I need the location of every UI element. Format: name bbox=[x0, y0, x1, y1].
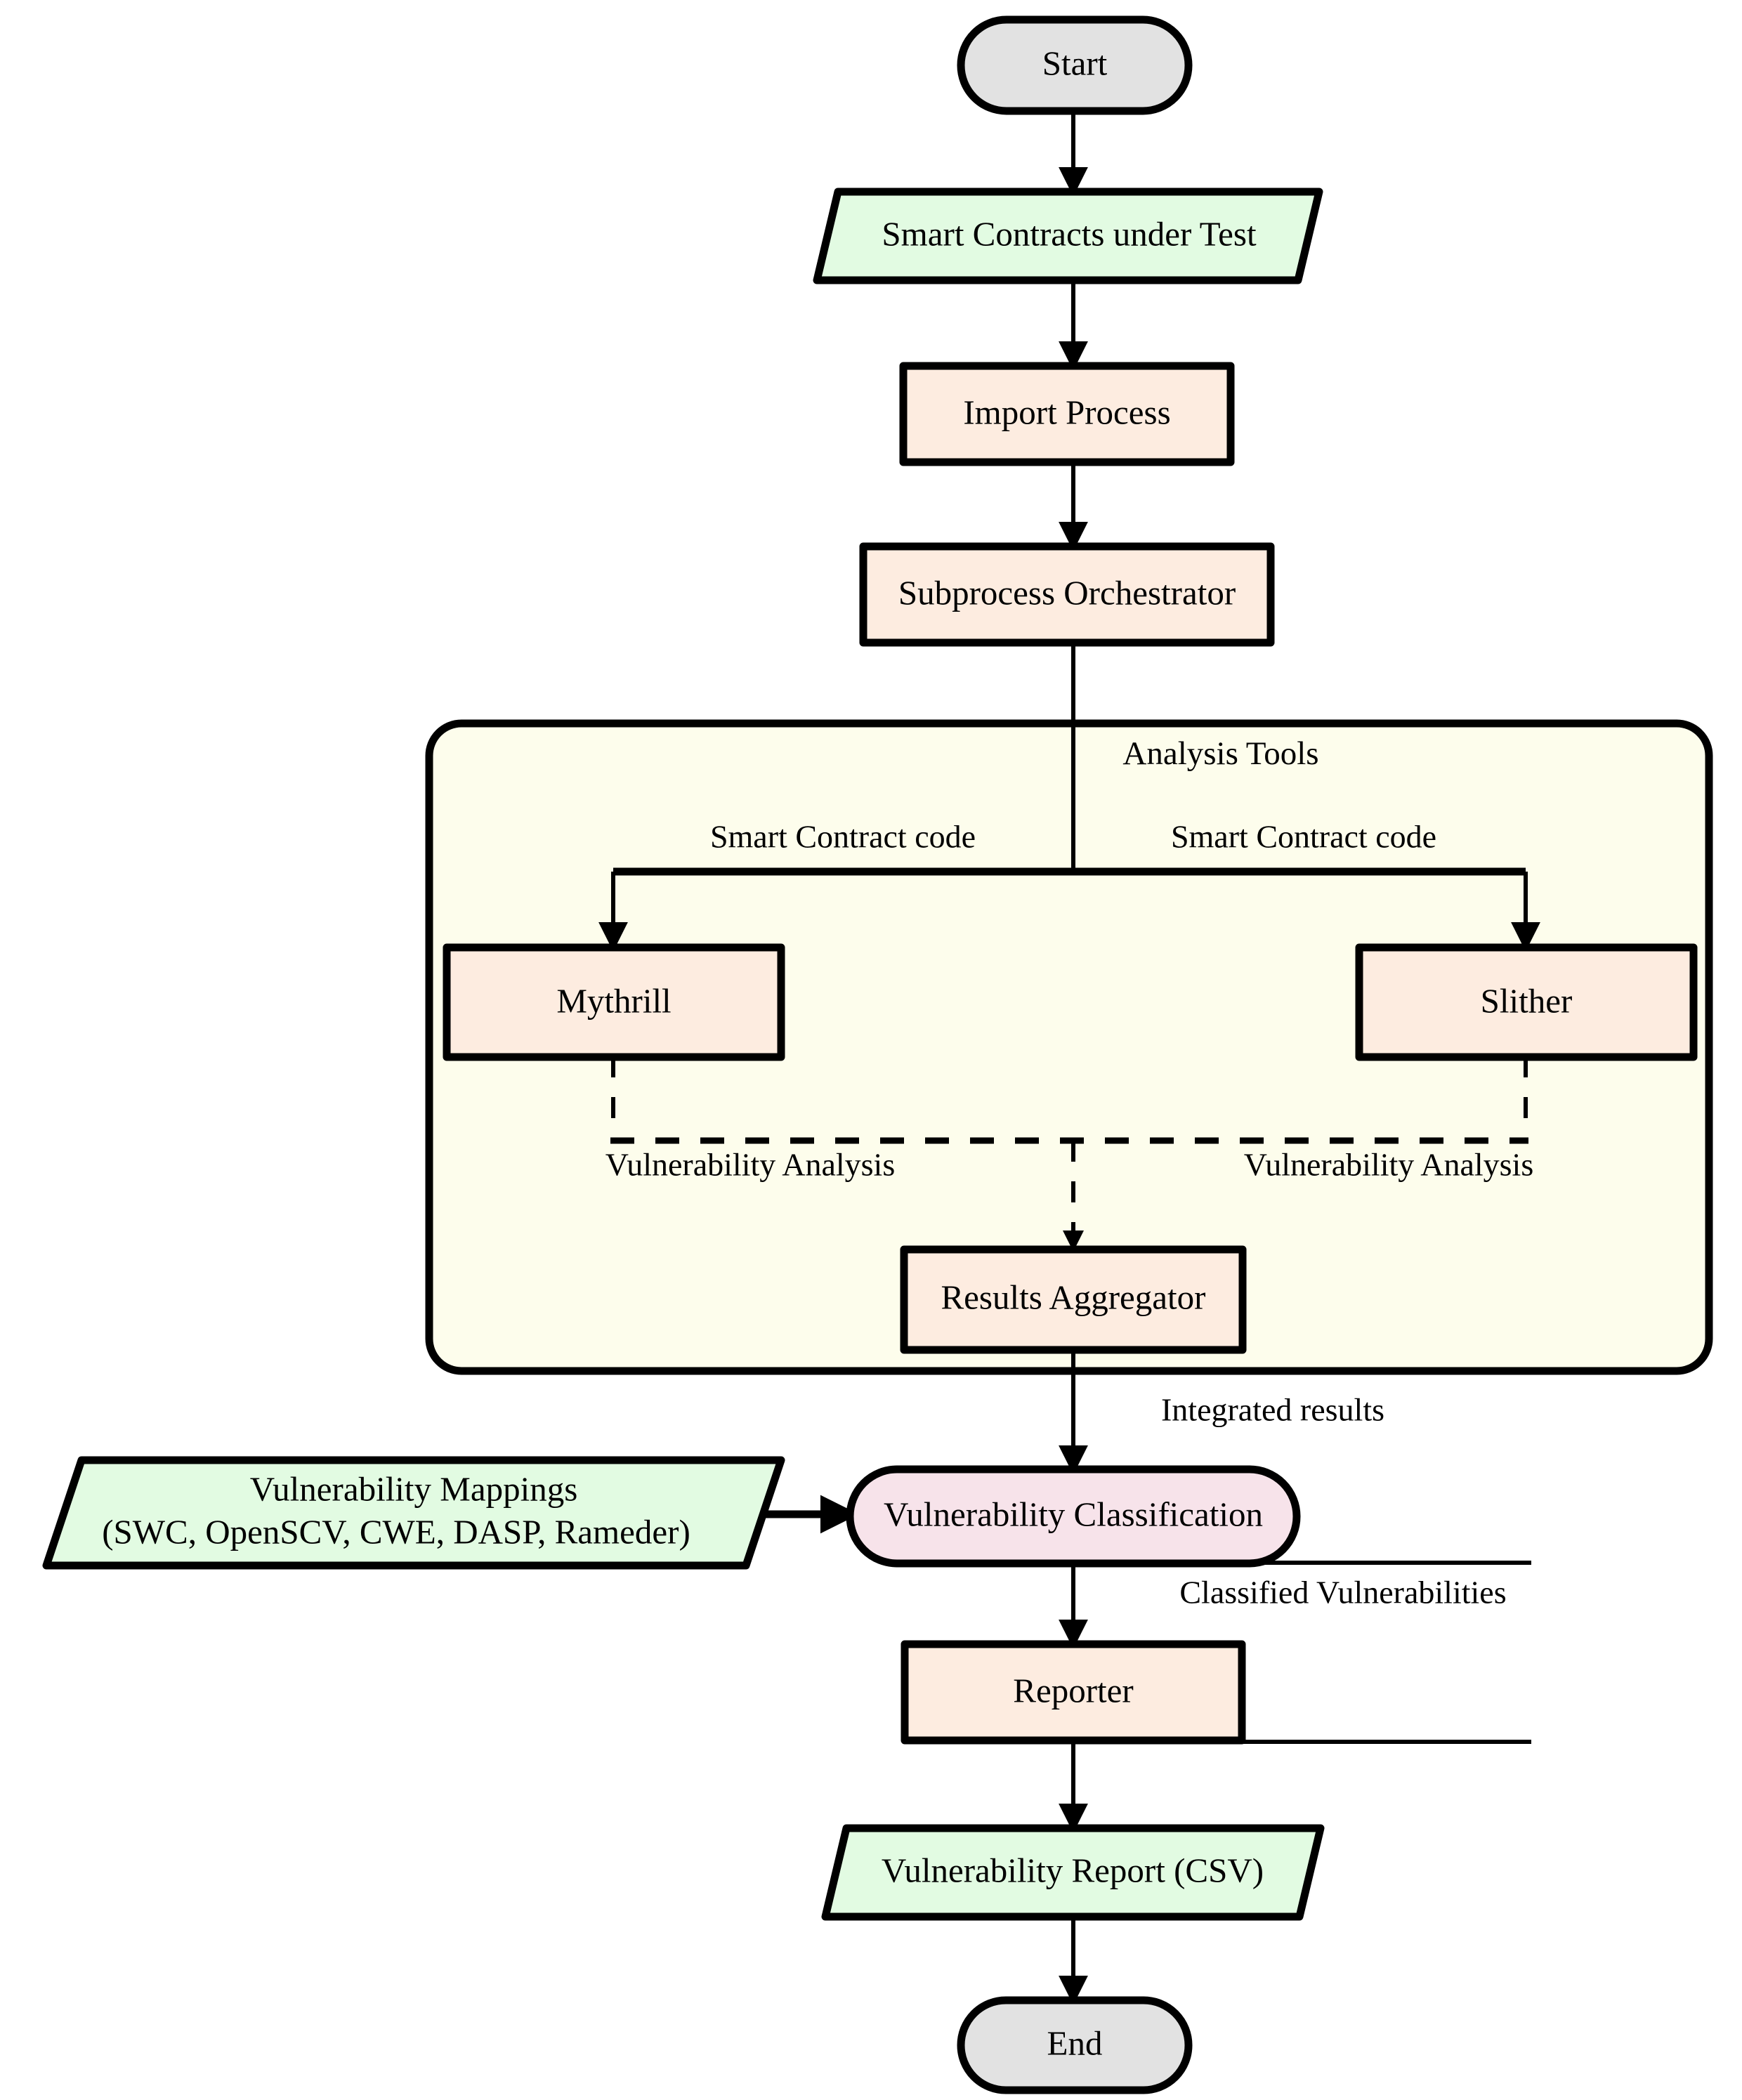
start-shape bbox=[957, 15, 1193, 115]
start-label: Start bbox=[1042, 44, 1108, 82]
node-vulnerability-classification[interactable]: Vulnerability Classification bbox=[846, 1465, 1301, 1568]
smart-contracts-label: Smart Contracts under Test bbox=[882, 214, 1257, 253]
node-results-aggregator[interactable]: Results Aggregator bbox=[900, 1245, 1247, 1354]
vulnerability-mappings-label-line2: (SWC, OpenSCV, CWE, DASP, Rameder) bbox=[102, 1512, 690, 1551]
results-aggregator-label: Results Aggregator bbox=[941, 1278, 1206, 1316]
edge-label-integrated-results: Integrated results bbox=[1161, 1392, 1384, 1428]
edge-label-to-slither: Smart Contract code bbox=[1171, 819, 1436, 855]
import-process-shape bbox=[899, 362, 1235, 466]
mythrill-shape bbox=[443, 943, 785, 1061]
reporter-shape bbox=[901, 1640, 1246, 1745]
node-mythrill[interactable]: Mythrill bbox=[443, 943, 785, 1061]
vulnerability-classification-shape bbox=[846, 1465, 1301, 1568]
vulnerability-report-shape bbox=[821, 1824, 1325, 1921]
reporter-label: Reporter bbox=[1013, 1671, 1133, 1709]
edge-reporter-to-report bbox=[1073, 1740, 1531, 1826]
node-end[interactable]: End bbox=[957, 1996, 1193, 2094]
subprocess-orchestrator-shape bbox=[859, 542, 1275, 647]
slither-label: Slither bbox=[1481, 981, 1573, 1020]
node-vulnerability-mappings[interactable]: Vulnerability Mappings (SWC, OpenSCV, CW… bbox=[42, 1456, 785, 1570]
vulnerability-mappings-shape bbox=[42, 1456, 785, 1570]
analysis-tools-group: Analysis Tools bbox=[425, 719, 1713, 1375]
node-import-process[interactable]: Import Process bbox=[899, 362, 1235, 466]
edge-label-layer: Smart Contract code Smart Contract code … bbox=[605, 819, 1533, 1610]
smart-contracts-shape bbox=[813, 188, 1323, 284]
edge-label-from-slither: Vulnerability Analysis bbox=[1244, 1147, 1533, 1183]
node-start[interactable]: Start bbox=[957, 15, 1193, 115]
edge-layer bbox=[598, 112, 1540, 2005]
slither-shape bbox=[1355, 943, 1698, 1061]
vulnerability-report-label: Vulnerability Report (CSV) bbox=[882, 1851, 1264, 1889]
node-reporter[interactable]: Reporter bbox=[901, 1640, 1246, 1745]
analysis-tools-label: Analysis Tools bbox=[1122, 735, 1318, 772]
mythrill-label: Mythrill bbox=[556, 981, 671, 1020]
edge-label-from-mythrill: Vulnerability Analysis bbox=[605, 1147, 895, 1183]
edge-label-classified-vulnerabilities: Classified Vulnerabilities bbox=[1179, 1575, 1506, 1610]
node-vulnerability-report[interactable]: Vulnerability Report (CSV) bbox=[821, 1824, 1325, 1921]
vulnerability-mappings-label-line1: Vulnerability Mappings bbox=[250, 1469, 578, 1508]
import-process-label: Import Process bbox=[963, 393, 1170, 431]
node-smart-contracts[interactable]: Smart Contracts under Test bbox=[813, 188, 1323, 284]
node-subprocess-orchestrator[interactable]: Subprocess Orchestrator bbox=[859, 542, 1275, 647]
analysis-tools-container bbox=[425, 719, 1713, 1375]
subprocess-orchestrator-label: Subprocess Orchestrator bbox=[898, 573, 1236, 612]
vulnerability-classification-label: Vulnerability Classification bbox=[884, 1495, 1263, 1533]
results-aggregator-shape bbox=[900, 1245, 1247, 1354]
end-label: End bbox=[1047, 2023, 1103, 2062]
end-shape bbox=[957, 1996, 1193, 2094]
edge-label-to-mythrill: Smart Contract code bbox=[710, 819, 976, 855]
node-slither[interactable]: Slither bbox=[1355, 943, 1698, 1061]
